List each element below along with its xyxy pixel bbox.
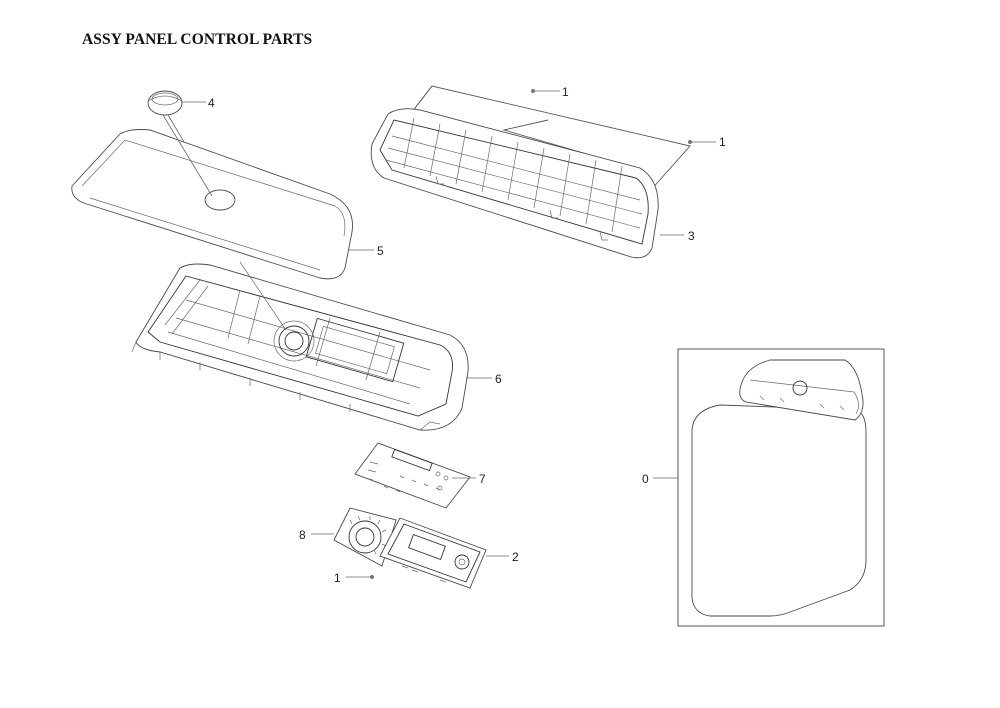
screw-icon (370, 575, 374, 579)
callout-screw-right: 1 (719, 135, 726, 149)
part-display-housing (379, 517, 487, 589)
inset-assembly-box (677, 348, 885, 627)
callout-display-board: 7 (479, 472, 486, 486)
callout-assembly: 0 (642, 472, 649, 486)
callout-screw-bottom: 1 (334, 571, 341, 585)
screw-icon (531, 89, 535, 93)
part-display-board (354, 442, 471, 509)
callout-control-panel-frame: 6 (495, 372, 502, 386)
part-dial-housing (333, 507, 397, 567)
callout-knob-cap: 4 (208, 96, 215, 110)
page-title: ASSY PANEL CONTROL PARTS (82, 31, 313, 48)
callout-screw-top: 1 (562, 85, 569, 99)
part-top-cover (71, 114, 353, 280)
callout-dial-housing: 8 (299, 528, 306, 542)
part-rear-grille (370, 85, 691, 259)
callout-top-cover: 5 (377, 244, 384, 258)
callout-rear-grille: 3 (688, 229, 695, 243)
callout-display-housing: 2 (512, 550, 519, 564)
part-control-panel-frame (131, 261, 469, 431)
